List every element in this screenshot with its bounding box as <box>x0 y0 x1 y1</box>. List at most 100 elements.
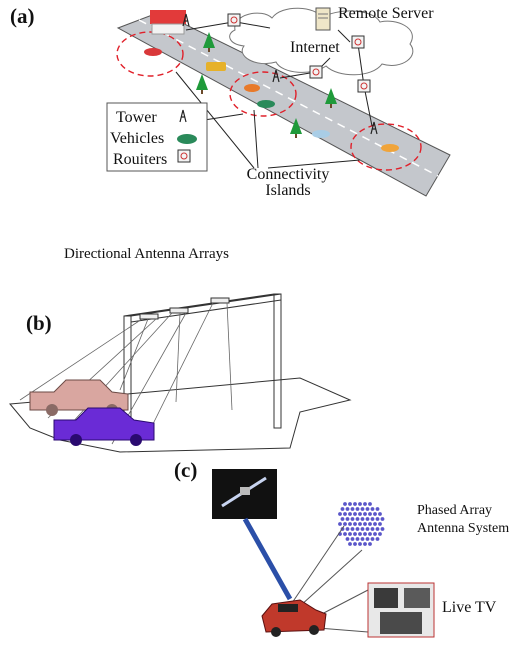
antenna-element-dot <box>353 522 357 526</box>
legend-tower-icon <box>179 109 187 123</box>
antenna-element-dot <box>343 522 347 526</box>
vehicle-icon <box>206 62 226 71</box>
vehicle-icon <box>257 100 275 108</box>
internet-label: Internet <box>290 39 340 56</box>
tree-icon <box>196 32 337 138</box>
antenna-element-dot <box>350 527 355 531</box>
server-icon <box>315 7 331 31</box>
router-icon <box>351 35 365 49</box>
router-icon <box>309 65 323 79</box>
satellite-icon <box>221 476 267 508</box>
antenna-element-dot <box>365 517 370 521</box>
antenna-element-dot <box>358 542 362 546</box>
antenna-element-dot <box>378 512 382 516</box>
legend-router-icon <box>177 149 191 163</box>
phased-array-label: Phased Array Antenna System <box>417 503 510 536</box>
antenna-element-dot <box>375 517 380 521</box>
antenna-element-dot <box>373 532 377 536</box>
satellite-beam <box>242 517 293 601</box>
antenna-element-dot <box>353 542 357 546</box>
antenna-element-dot <box>375 537 380 541</box>
panel-b-label: (b) <box>26 311 52 335</box>
legend-vehicle-icon <box>177 134 197 144</box>
antenna-element-dot <box>338 512 342 516</box>
island-circle <box>229 71 297 117</box>
panel-c-label: (c) <box>174 458 198 482</box>
antenna-element-dot <box>368 542 372 546</box>
antenna-element-dot <box>378 532 382 536</box>
antenna-element-dot <box>343 532 347 536</box>
antenna-element-dot <box>348 522 352 526</box>
router-icon <box>227 13 241 27</box>
panel-c-diagram <box>212 469 435 638</box>
toll-building-icon <box>150 10 186 35</box>
vehicle-icon <box>244 84 260 92</box>
live-tv-label: Live TV <box>442 599 497 616</box>
antenna-element-dot <box>348 502 352 506</box>
antenna-element-dot <box>375 527 380 531</box>
panel-a-diagram <box>106 7 451 197</box>
antenna-element-dot <box>378 522 382 526</box>
antenna-element-dot <box>353 512 357 516</box>
antenna-element-dot <box>373 522 377 526</box>
antenna-element-dot <box>338 522 342 526</box>
directional-antenna-icon <box>139 297 230 320</box>
live-tv-image <box>367 582 435 638</box>
antenna-element-dot <box>373 512 377 516</box>
vehicle-icon <box>144 48 162 56</box>
antenna-element-dot <box>363 512 367 516</box>
antenna-element-dot <box>370 507 375 511</box>
antenna-element-dot <box>363 542 367 546</box>
antenna-element-dot <box>365 537 370 541</box>
antenna-element-dot <box>363 502 367 506</box>
antenna-element-dot <box>350 537 355 541</box>
antenna-element-dot <box>345 537 350 541</box>
panel-b-diagram <box>9 293 352 453</box>
antenna-element-dot <box>340 507 345 511</box>
antenna-element-dot <box>350 507 355 511</box>
antenna-element-dot <box>358 522 362 526</box>
directional-antenna-title: Directional Antenna Arrays <box>64 246 229 262</box>
antenna-element-dot <box>365 507 370 511</box>
ground-surface <box>9 377 352 453</box>
antenna-element-dot <box>358 512 362 516</box>
island-circle <box>350 123 422 171</box>
antenna-element-dot <box>365 527 370 531</box>
antenna-element-dot <box>355 537 360 541</box>
antenna-element-dot <box>348 532 352 536</box>
antenna-element-dot <box>355 517 360 521</box>
antenna-element-dot <box>350 517 355 521</box>
red-car-icon <box>261 599 327 637</box>
antenna-element-dot <box>348 512 352 516</box>
antenna-element-dot <box>353 502 357 506</box>
island-circle <box>116 31 184 77</box>
antenna-element-dot <box>360 527 365 531</box>
antenna-element-dot <box>355 527 360 531</box>
antenna-element-dot <box>380 517 385 521</box>
antenna-element-dot <box>375 507 380 511</box>
tower-icon <box>182 13 378 135</box>
remote-server-label: Remote Server <box>338 5 434 22</box>
antenna-element-dot <box>380 527 385 531</box>
legend-tower-label: Tower <box>116 109 157 126</box>
antenna-element-dot <box>353 532 357 536</box>
panel-a-label: (a) <box>10 4 35 28</box>
antenna-element-dot <box>363 522 367 526</box>
antenna-element-dot <box>368 502 372 506</box>
antenna-element-dot <box>370 517 375 521</box>
antenna-element-dot <box>360 537 365 541</box>
router-icon <box>357 79 371 93</box>
purple-car <box>53 407 155 446</box>
antenna-element-dot <box>343 502 347 506</box>
antenna-element-dot <box>358 502 362 506</box>
antenna-element-dot <box>368 532 372 536</box>
antenna-element-dot <box>370 537 375 541</box>
antenna-element-dot <box>355 507 360 511</box>
antenna-element-dot <box>343 512 347 516</box>
car-links <box>291 525 369 633</box>
antenna-element-dot <box>368 522 372 526</box>
internet-cloud <box>229 7 414 76</box>
antenna-element-dot <box>370 527 375 531</box>
vehicle-icon <box>312 130 330 138</box>
